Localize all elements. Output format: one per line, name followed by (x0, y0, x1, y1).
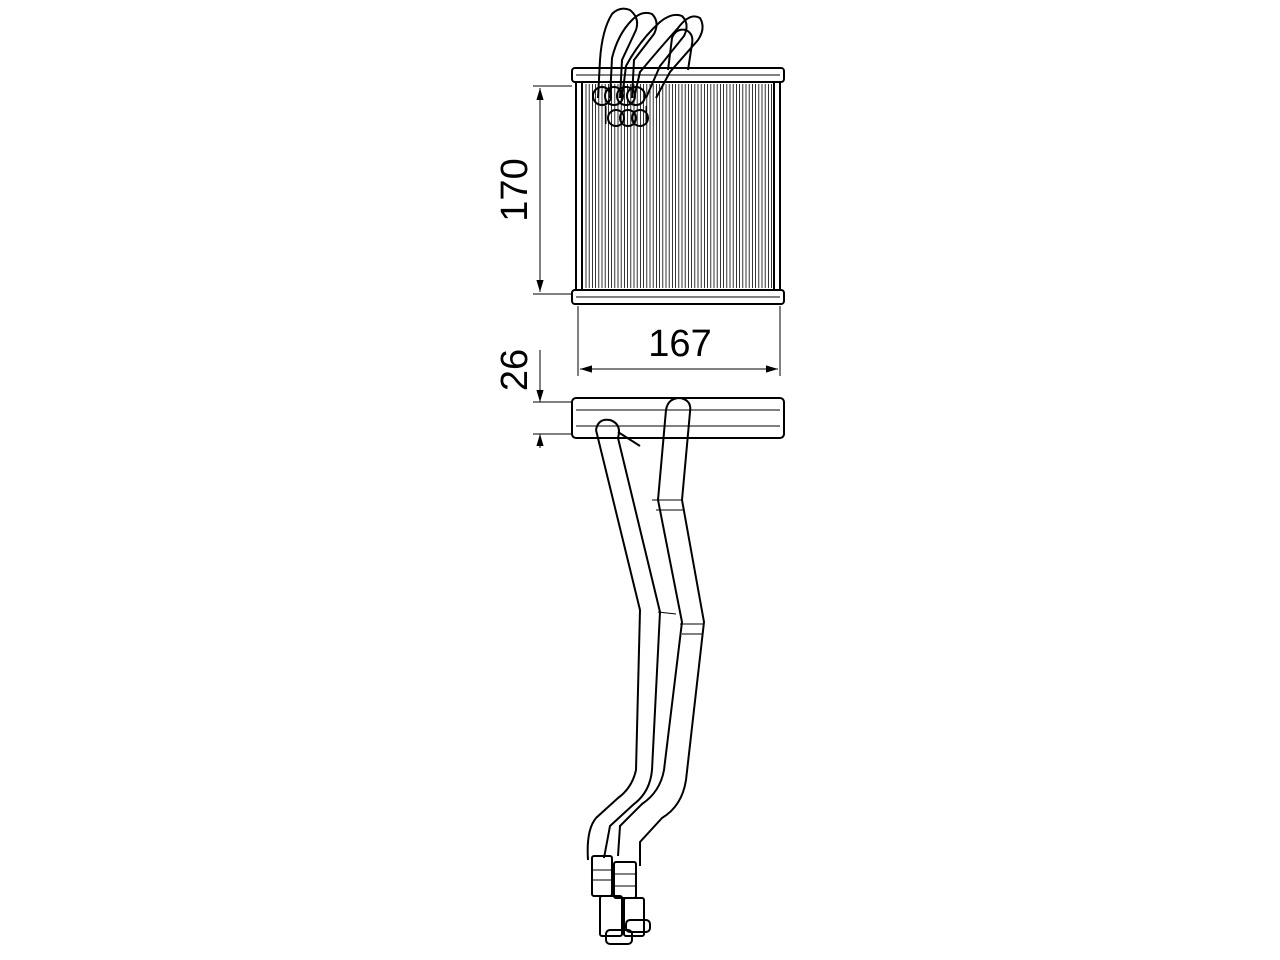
side-view-body (571, 397, 785, 439)
depth-dimension-label: 26 (494, 349, 536, 391)
side-view-pipes (586, 396, 706, 945)
width-dimension: 167 (577, 306, 781, 376)
depth-dimension: 26 (494, 349, 572, 448)
side-view: 26 (494, 349, 785, 945)
front-view-pipes (592, 7, 704, 127)
height-dimension: 170 (494, 85, 572, 295)
fin-lines (585, 84, 772, 288)
height-dimension-label: 170 (494, 158, 536, 221)
core-fins (575, 81, 781, 291)
front-view: 170 167 (494, 7, 785, 376)
width-dimension-label: 167 (648, 323, 711, 365)
